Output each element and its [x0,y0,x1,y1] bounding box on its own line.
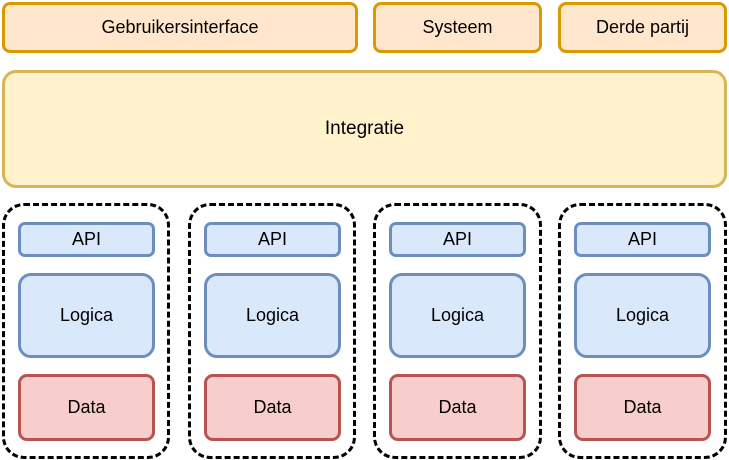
service-group [373,203,542,459]
api-box[interactable]: API [18,222,155,257]
logic-box[interactable]: Logica [204,273,341,358]
ui-layer-box[interactable]: Gebruikersinterface [2,2,358,53]
logic-box[interactable]: Logica [574,273,711,358]
data-box[interactable]: Data [574,374,711,441]
data-box[interactable]: Data [389,374,526,441]
api-box[interactable]: API [389,222,526,257]
third-party-layer-box[interactable]: Derde partij [558,2,727,53]
service-group [2,203,170,459]
logic-box[interactable]: Logica [18,273,155,358]
data-box[interactable]: Data [204,374,341,441]
api-box[interactable]: API [574,222,711,257]
data-box[interactable]: Data [18,374,155,441]
integration-layer-box[interactable]: Integratie [2,70,727,188]
api-box[interactable]: API [204,222,341,257]
system-layer-box[interactable]: Systeem [373,2,542,53]
logic-box[interactable]: Logica [389,273,526,358]
service-group [188,203,356,459]
service-group [558,203,727,459]
